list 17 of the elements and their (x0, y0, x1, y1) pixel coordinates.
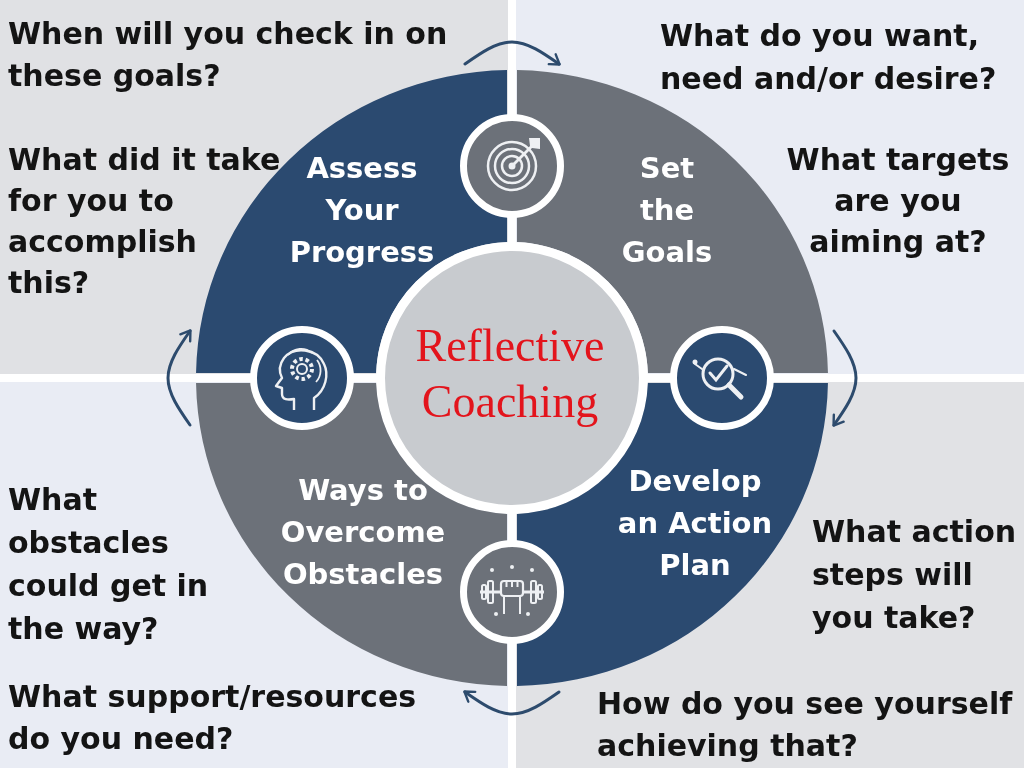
cycle-arrow (463, 40, 561, 66)
cycle-arrow (166, 329, 192, 427)
question-text: What do you want, need and/or desire? (660, 17, 998, 98)
segment-label: Assess Your Progress (288, 150, 436, 271)
segment-label: Ways to Overcome Obstacles (279, 472, 447, 593)
question-text: What did it take for you to accomplish this? (8, 141, 282, 302)
question-text: How do you see yourself achieving that? (597, 685, 1014, 765)
question-text: What obstacles could get in the way? (8, 481, 210, 648)
segment-label: Develop an Action Plan (616, 463, 774, 584)
segment-label: Set the Goals (620, 150, 714, 271)
question-text: When will you check in on these goals? (8, 15, 449, 95)
cycle-arrow (463, 690, 561, 716)
question-text: What targets are you aiming at? (785, 141, 1011, 261)
question-text: What support/resources do you need? (8, 678, 418, 758)
center-label: Reflective Coaching (414, 319, 606, 429)
cycle-arrow (832, 329, 858, 427)
question-text: What action steps will you take? (812, 513, 1017, 637)
